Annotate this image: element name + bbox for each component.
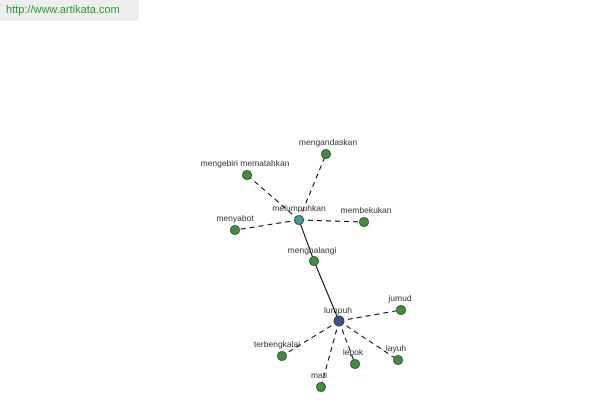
node-mengandaskan[interactable] xyxy=(321,149,331,159)
node-label-menghalangi: menghalangi xyxy=(288,245,337,255)
node-label-mati: mati xyxy=(311,370,327,380)
node-label-membekukan: membekukan xyxy=(340,205,391,215)
graph-edges xyxy=(234,153,402,388)
edge-lumpuh-lepok xyxy=(338,320,356,365)
edge-lumpuh-layuh xyxy=(338,320,399,361)
node-label-lepok: lepok xyxy=(343,347,364,357)
node-label-terbengkalai: terbengkalai xyxy=(254,339,300,349)
node-mengebiri[interactable] xyxy=(242,170,252,180)
node-lumpuh[interactable] xyxy=(333,315,345,327)
edge-lumpuh-mati xyxy=(320,320,340,388)
edge-lumpuh-terbengkalai xyxy=(281,320,340,357)
node-label-mengandaskan: mengandaskan xyxy=(299,137,357,147)
node-membekukan[interactable] xyxy=(359,217,369,227)
node-lepok[interactable] xyxy=(350,359,360,369)
site-url-banner[interactable]: http://www.artikata.com xyxy=(0,0,139,21)
edge-menghalangi-melumpuhkan xyxy=(298,219,315,262)
node-label-melumpuhkan: melumpuhkan xyxy=(272,203,326,213)
edge-melumpuhkan-mengebiri xyxy=(246,174,300,221)
node-melumpuhkan[interactable] xyxy=(294,215,304,225)
edge-lumpuh-jumud xyxy=(338,309,402,322)
node-label-menyabot: menyabot xyxy=(216,213,254,223)
edge-melumpuhkan-mengandaskan xyxy=(298,153,327,221)
node-layuh[interactable] xyxy=(393,355,403,365)
node-label-lumpuh: lumpuh xyxy=(324,305,352,315)
edge-melumpuhkan-membekukan xyxy=(298,219,365,223)
graph-labels: lumpuh melumpuhkan menghalangi mengandaskan… xyxy=(201,137,412,380)
edge-lumpuh-menghalangi xyxy=(313,260,340,322)
edge-melumpuhkan-menyabot xyxy=(234,219,300,231)
node-menyabot[interactable] xyxy=(230,225,240,235)
node-label-layuh: layuh xyxy=(386,343,407,353)
graph-nodes xyxy=(230,149,406,392)
node-menghalangi[interactable] xyxy=(309,256,319,266)
node-label-mengebiri: mengebiri mematahkan xyxy=(201,158,290,168)
node-terbengkalai[interactable] xyxy=(277,351,287,361)
node-jumud[interactable] xyxy=(396,305,406,315)
node-label-jumud: jumud xyxy=(387,293,411,303)
node-mati[interactable] xyxy=(316,382,326,392)
